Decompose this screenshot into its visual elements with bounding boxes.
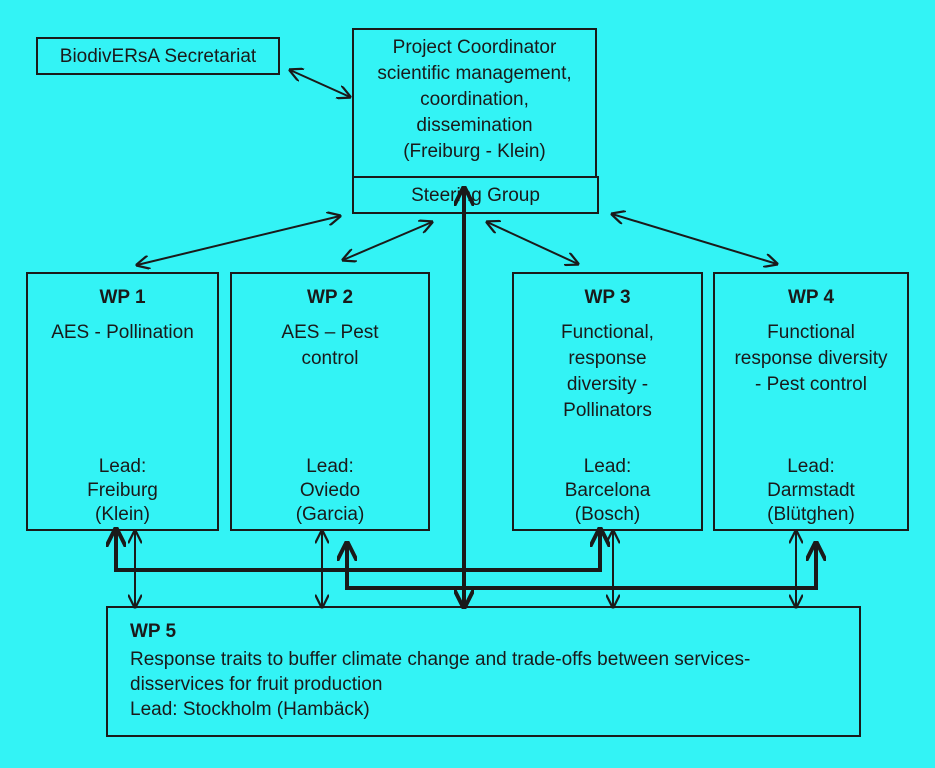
wp4-topic-1: Functional: [767, 322, 855, 343]
wp2-topic-1: AES – Pest: [281, 322, 379, 343]
wp1-topic-1: AES - Pollination: [51, 322, 194, 343]
wp4-lead-label: Lead:: [787, 456, 835, 477]
steering-group-box: Steering Group: [352, 176, 599, 214]
wp3-topic-4: Pollinators: [563, 400, 652, 421]
wp5-title: WP 5: [130, 621, 177, 642]
arrow-coord-wp2: [343, 222, 432, 260]
wp1-box: WP 1 AES - Pollination Lead: Freiburg (K…: [26, 272, 219, 531]
wp3-lead-institution: Barcelona: [564, 480, 651, 501]
coordinator-box: Project Coordinator scientific managemen…: [352, 28, 597, 178]
wp2-title: WP 2: [306, 287, 354, 308]
coordinator-line-2: scientific management,: [377, 63, 572, 84]
wp4-topic-2: response diversity: [734, 348, 888, 369]
arrow-secretariat-coordinator: [290, 70, 350, 97]
wp4-box: WP 4 Functional response diversity - Pes…: [713, 272, 909, 531]
arrow-coord-wp1: [137, 216, 340, 265]
secretariat-label: BiodivERsA Secretariat: [59, 46, 257, 67]
wp1-lead-person: (Klein): [95, 504, 150, 525]
secretariat-box: BiodivERsA Secretariat: [36, 37, 280, 75]
wp4-lead-person: (Blütghen): [767, 504, 855, 525]
wp5-line-2: disservices for fruit production: [130, 674, 383, 695]
wp1-lead-label: Lead:: [98, 456, 147, 477]
arrow-coord-wp4: [612, 214, 777, 264]
steering-group-label: Steering Group: [411, 185, 540, 206]
wp3-lead-label: Lead:: [583, 456, 632, 477]
wp5-line-1: Response traits to buffer climate change…: [130, 649, 751, 670]
wp4-topic-3: - Pest control: [755, 374, 867, 395]
wp5-box: WP 5 Response traits to buffer climate c…: [106, 606, 861, 737]
coordinator-line-1: Project Coordinator: [392, 37, 557, 58]
wp1-title: WP 1: [99, 287, 146, 308]
wp4-lead-institution: Darmstadt: [767, 480, 855, 501]
wp3-topic-1: Functional,: [561, 322, 654, 343]
wp4-title: WP 4: [787, 287, 835, 308]
coordinator-line-4: dissemination: [416, 115, 533, 136]
arrow-coord-wp3: [487, 222, 578, 264]
wp5-lead: Lead: Stockholm (Hambäck): [130, 699, 370, 720]
wp3-topic-2: response: [568, 348, 647, 369]
wp2-topic-2: control: [301, 348, 359, 369]
wp1-lead-institution: Freiburg: [87, 480, 158, 501]
coordinator-line-5: (Freiburg - Klein): [403, 141, 546, 162]
coordinator-line-3: coordination,: [420, 89, 529, 110]
arrow-wp2-wp4-link: [347, 545, 816, 590]
wp3-box: WP 3 Functional, response diversity - Po…: [512, 272, 703, 531]
wp3-title: WP 3: [584, 287, 631, 308]
wp2-lead-institution: Oviedo: [299, 480, 361, 501]
wp2-lead-label: Lead:: [306, 456, 354, 477]
wp3-lead-person: (Bosch): [574, 504, 641, 525]
wp2-box: WP 2 AES – Pest control Lead: Oviedo (Ga…: [230, 272, 430, 531]
wp3-topic-3: diversity -: [566, 374, 649, 395]
arrow-wp1-wp3-link: [116, 531, 600, 572]
wp2-lead-person: (Garcia): [295, 504, 365, 525]
